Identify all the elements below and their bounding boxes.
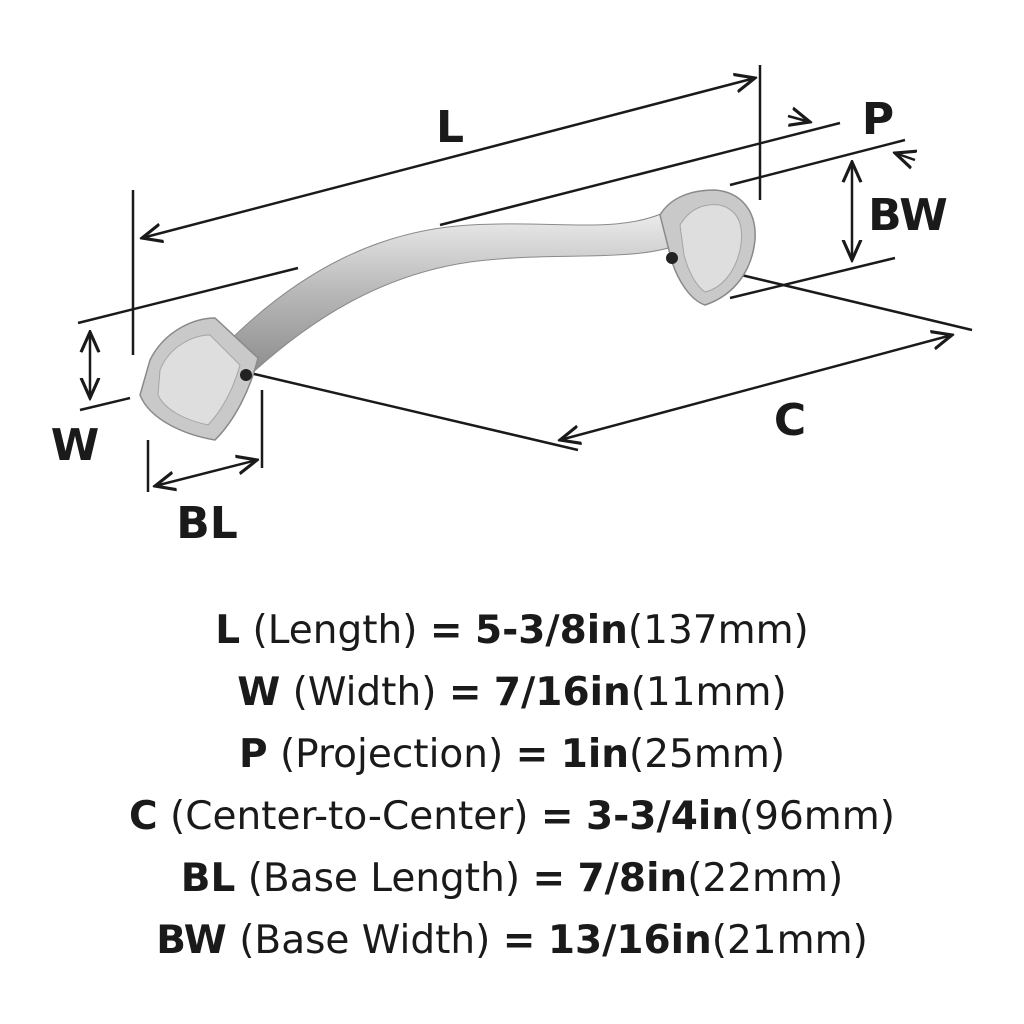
spec-key: P xyxy=(238,732,268,777)
spec-imperial: 7/8in xyxy=(577,856,688,901)
spec-metric: (137mm) xyxy=(627,608,809,653)
spec-name: (Length) xyxy=(252,608,418,653)
label-bw: BW xyxy=(868,190,948,241)
label-p: P xyxy=(862,94,894,145)
spec-name: (Projection) xyxy=(279,732,504,777)
spec-length: L (Length) = 5-3/8in(137mm) xyxy=(0,600,1024,662)
spec-key: BL xyxy=(180,856,236,901)
label-bl: BL xyxy=(176,498,238,549)
dimension-specs: L (Length) = 5-3/8in(137mm) W (Width) = … xyxy=(0,600,1024,972)
spec-center-to-center: C (Center-to-Center) = 3-3/4in(96mm) xyxy=(0,786,1024,848)
cabinet-pull-handle xyxy=(139,189,756,441)
spec-eq: = xyxy=(502,918,536,963)
dimension-diagram: L P BW W BL C xyxy=(51,65,973,549)
spec-imperial: 1in xyxy=(560,732,629,777)
spec-metric: (21mm) xyxy=(711,918,868,963)
spec-base-width: BW (Base Width) = 13/16in(21mm) xyxy=(0,910,1024,972)
spec-metric: (96mm) xyxy=(738,794,896,839)
spec-metric: (11mm) xyxy=(630,670,787,715)
spec-key: BW xyxy=(156,918,227,963)
spec-imperial: 5-3/8in xyxy=(474,608,628,653)
spec-key: W xyxy=(237,670,281,715)
spec-width: W (Width) = 7/16in(11mm) xyxy=(0,662,1024,724)
spec-name: (Base Width) xyxy=(239,918,491,963)
spec-key: C xyxy=(128,794,158,839)
spec-name: (Width) xyxy=(292,670,437,715)
spec-imperial: 7/16in xyxy=(493,670,631,715)
spec-eq: = xyxy=(429,608,463,653)
spec-imperial: 3-3/4in xyxy=(585,794,739,839)
spec-imperial: 13/16in xyxy=(547,918,712,963)
label-l: L xyxy=(436,102,464,153)
spec-metric: (25mm) xyxy=(629,732,786,777)
spec-eq: = xyxy=(540,794,574,839)
spec-projection: P (Projection) = 1in(25mm) xyxy=(0,724,1024,786)
dimension-lines xyxy=(77,65,973,492)
spec-eq: = xyxy=(448,670,482,715)
label-c: C xyxy=(774,395,806,446)
spec-name: (Center-to-Center) xyxy=(170,794,529,839)
spec-metric: (22mm) xyxy=(687,856,844,901)
label-w: W xyxy=(51,420,100,471)
spec-eq: = xyxy=(532,856,566,901)
spec-base-length: BL (Base Length) = 7/8in(22mm) xyxy=(0,848,1024,910)
spec-name: (Base Length) xyxy=(247,856,521,901)
spec-eq: = xyxy=(515,732,549,777)
spec-key: L xyxy=(215,608,241,653)
